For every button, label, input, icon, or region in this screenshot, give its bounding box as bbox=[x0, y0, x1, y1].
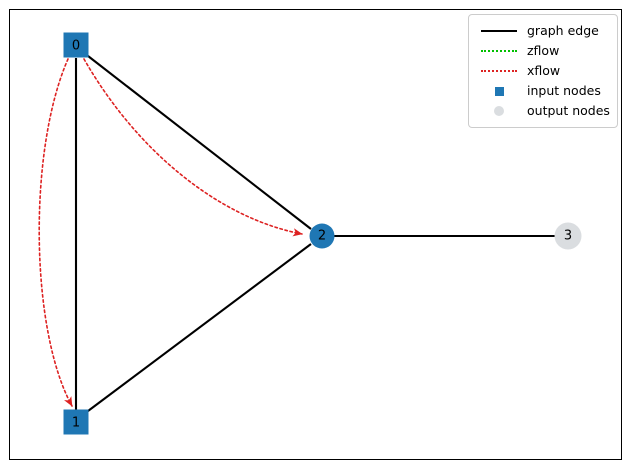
legend-label-xflow: xflow bbox=[527, 62, 561, 78]
legend-entry-zflow: zflow bbox=[477, 41, 610, 61]
legend-label-graph-edge: graph edge bbox=[527, 22, 599, 38]
legend-label-output-nodes: output nodes bbox=[527, 102, 610, 118]
legend-label-zflow: zflow bbox=[527, 42, 560, 58]
xflow-line-icon bbox=[477, 61, 521, 81]
input-node-square-icon bbox=[477, 81, 521, 101]
legend-entry-input-nodes: input nodes bbox=[477, 81, 610, 101]
graph-edge-line-icon bbox=[477, 21, 521, 41]
output-node-circle-icon bbox=[477, 101, 521, 121]
zflow-line-icon bbox=[477, 41, 521, 61]
legend-entry-graph-edge: graph edge bbox=[477, 21, 610, 41]
legend-entry-xflow: xflow bbox=[477, 61, 610, 81]
legend-box: graph edge zflow xflow input nodes outpu bbox=[468, 14, 618, 128]
legend-entry-output-nodes: output nodes bbox=[477, 101, 610, 121]
legend-label-input-nodes: input nodes bbox=[527, 82, 601, 98]
